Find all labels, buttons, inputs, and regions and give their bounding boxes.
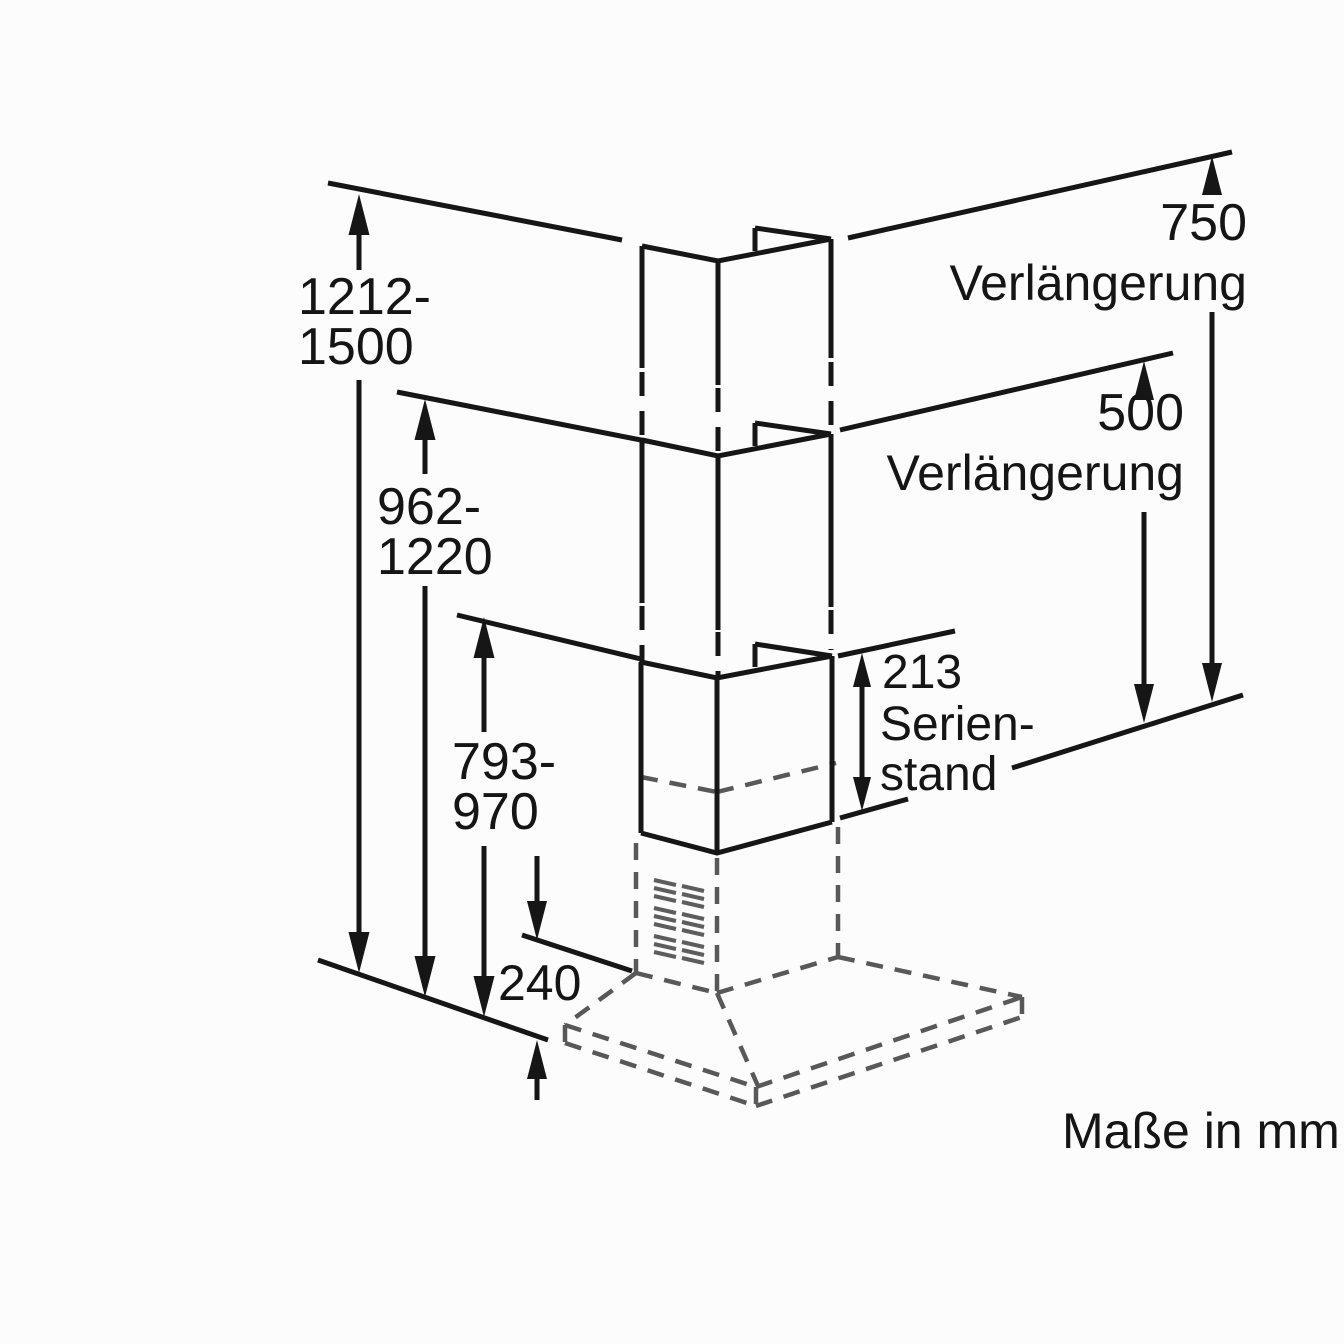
canopy-front-ridge bbox=[714, 992, 761, 1087]
ext-line-top-left bbox=[327, 180, 623, 243]
canopy-rim-bottom-right bbox=[755, 1014, 1023, 1109]
ext-line-240-top bbox=[521, 932, 633, 974]
vent-grille-slats bbox=[653, 878, 705, 965]
ext-line-mid-left bbox=[396, 389, 647, 444]
label-extension-short-value: 500 bbox=[1097, 384, 1184, 442]
label-canopy-height: 240 bbox=[498, 955, 582, 1011]
dim-line-240 bbox=[527, 856, 547, 1100]
canopy-rim-top-left bbox=[564, 1022, 757, 1090]
label-standard-flue-name-line1: Serien- bbox=[880, 698, 1035, 751]
chimney-hidden-edges bbox=[639, 362, 834, 678]
label-extension-short-name: Verlängerung bbox=[886, 445, 1184, 501]
dim-line-750 bbox=[1202, 156, 1222, 702]
datum-line-right bbox=[1011, 692, 1244, 771]
label-total-height-750: 1212-1500 bbox=[298, 271, 431, 373]
label-total-height-500: 962-1220 bbox=[377, 481, 493, 583]
vent-grille bbox=[653, 878, 705, 965]
label-standard-flue-name-line2: stand bbox=[880, 748, 998, 801]
label-total-height-standard-line1: 793- bbox=[452, 733, 557, 791]
section3-bottom-edges bbox=[640, 819, 833, 856]
label-total-height-500-line1: 962- bbox=[377, 478, 482, 536]
hood-housing-bottom-right bbox=[716, 954, 839, 996]
dim-line-213 bbox=[853, 653, 871, 811]
section2-top-edges bbox=[641, 431, 832, 459]
label-standard-flue-name: Serien-stand bbox=[880, 700, 1035, 800]
dim-line-962-1220 bbox=[414, 399, 436, 997]
canopy-left-ridge bbox=[563, 971, 638, 1027]
label-total-height-500-line2: 1220 bbox=[377, 528, 493, 586]
label-total-height-750-line2: 1500 bbox=[298, 318, 414, 376]
extension-lines bbox=[317, 149, 1244, 1043]
ext-line-top-right bbox=[847, 149, 1233, 241]
section1-mounting-tab bbox=[752, 225, 832, 251]
canopy-rim-bottom-left bbox=[564, 1040, 757, 1109]
dim-line-793-970 bbox=[473, 617, 495, 1017]
label-total-height-standard-line2: 970 bbox=[452, 783, 539, 841]
dim-line-500 bbox=[1134, 361, 1154, 723]
hood-top-hidden-edge bbox=[640, 760, 837, 795]
ext-line-213-bottom bbox=[839, 796, 909, 821]
units-note: Maße in mm bbox=[1062, 1103, 1340, 1159]
canopy-rim-top-right bbox=[755, 994, 1023, 1090]
hood-housing-bottom-left bbox=[635, 970, 718, 996]
section3-mounting-tab bbox=[752, 641, 833, 667]
ext-line-mid-right bbox=[839, 350, 1174, 433]
section2-mounting-tab bbox=[752, 420, 832, 446]
label-extension-long-name: Verlängerung bbox=[949, 255, 1247, 311]
ext-line-section3-top bbox=[456, 612, 642, 662]
label-extension-long-value: 750 bbox=[1160, 194, 1247, 252]
chimney-outline bbox=[638, 225, 835, 856]
section1-top-edges bbox=[641, 236, 832, 264]
ext-line-213-top bbox=[837, 628, 956, 659]
datum-line-bottom-left bbox=[317, 957, 549, 1043]
label-total-height-750-line1: 1212- bbox=[298, 268, 431, 326]
label-total-height-standard: 793-970 bbox=[452, 736, 556, 838]
dimension-arrows bbox=[348, 156, 1222, 1100]
label-standard-flue-value: 213 bbox=[882, 646, 963, 699]
hood-hidden-outline bbox=[562, 760, 1025, 1109]
dim-line-1212-1500 bbox=[348, 194, 370, 973]
canopy-right-ridge bbox=[837, 954, 1023, 1000]
section3-top-edges bbox=[640, 653, 833, 681]
